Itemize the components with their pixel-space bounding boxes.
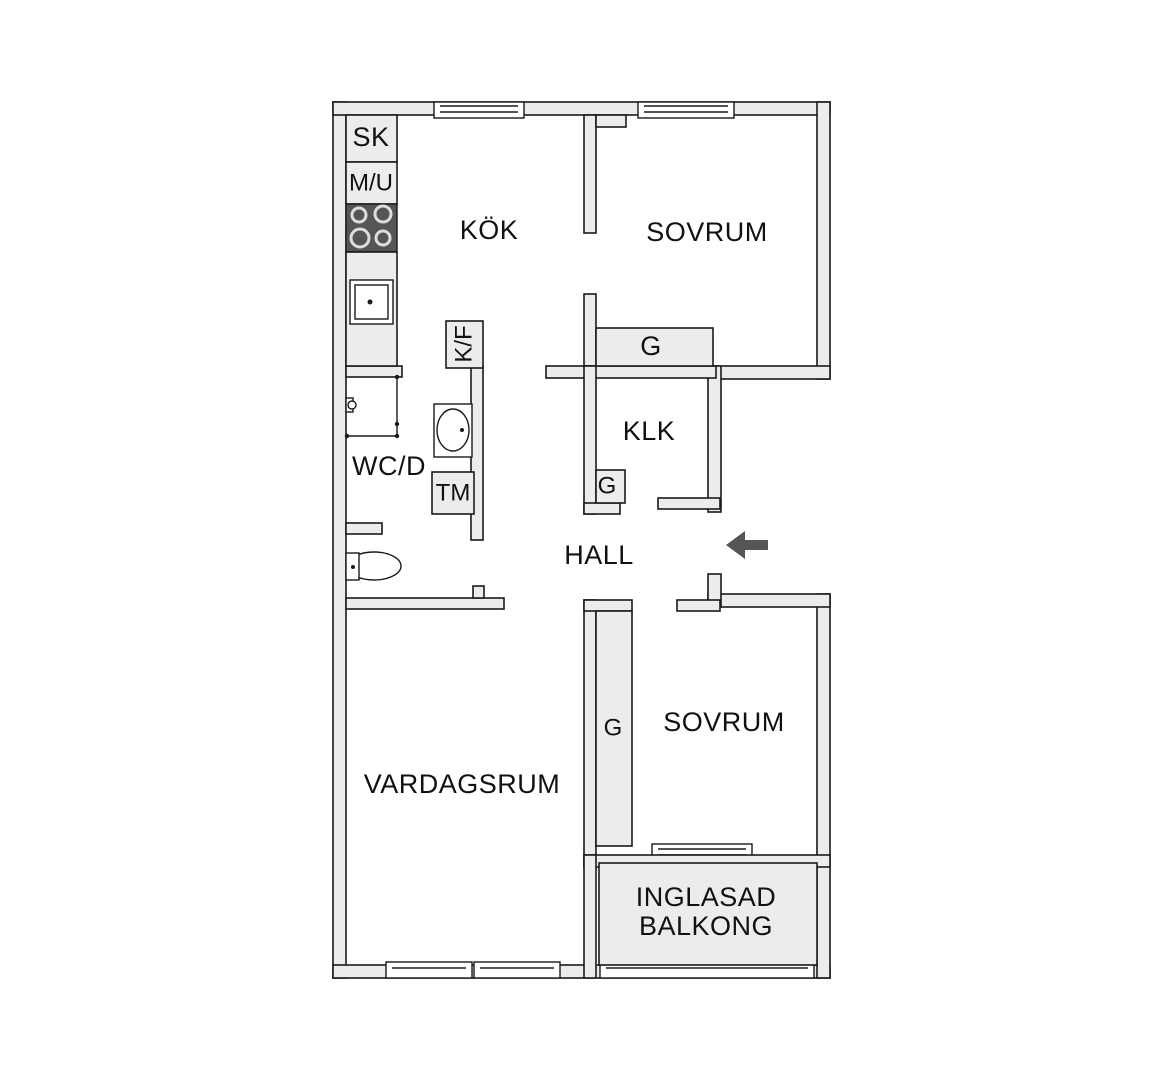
room-label-closet: KLK (623, 416, 676, 446)
room-label-living: VARDAGSRUM (364, 769, 561, 799)
sk-label: SK (352, 122, 389, 152)
room-label-kitchen: KÖK (460, 215, 519, 245)
room-label-bedroom-2: SOVRUM (663, 707, 785, 737)
balcony (598, 862, 818, 966)
room-label-balcony-1: INGLASAD (636, 882, 777, 912)
interior-walls (345, 114, 831, 979)
wardrobe-1: G (595, 327, 714, 367)
tm-label: TM (436, 479, 471, 506)
kitchen-sink-icon (349, 279, 394, 325)
mu-unit: M/U (345, 161, 398, 205)
sk-cabinet: SK (345, 114, 398, 163)
room-label-bedroom-1: SOVRUM (646, 217, 768, 247)
wardrobe-3: G (595, 610, 633, 847)
wardrobe-3-label: G (604, 714, 623, 741)
washbasin-icon (433, 403, 473, 458)
kf-label: K/F (450, 325, 477, 362)
room-label-wc: WC/D (352, 451, 426, 481)
wardrobe-2-label: G (598, 472, 617, 499)
tm-washer: TM (431, 471, 475, 515)
stove-icon (345, 203, 398, 253)
wardrobe-2: G (595, 469, 626, 504)
toilet-icon (345, 551, 402, 581)
shower-icon (344, 374, 400, 439)
entrance-arrow-icon (726, 531, 768, 559)
wardrobe-1-label: G (640, 331, 662, 361)
room-label-hall: HALL (564, 540, 634, 570)
mu-label: M/U (349, 169, 393, 196)
kf-fridge: K/F (445, 320, 484, 369)
room-label-balcony-2: BALKONG (639, 911, 773, 941)
